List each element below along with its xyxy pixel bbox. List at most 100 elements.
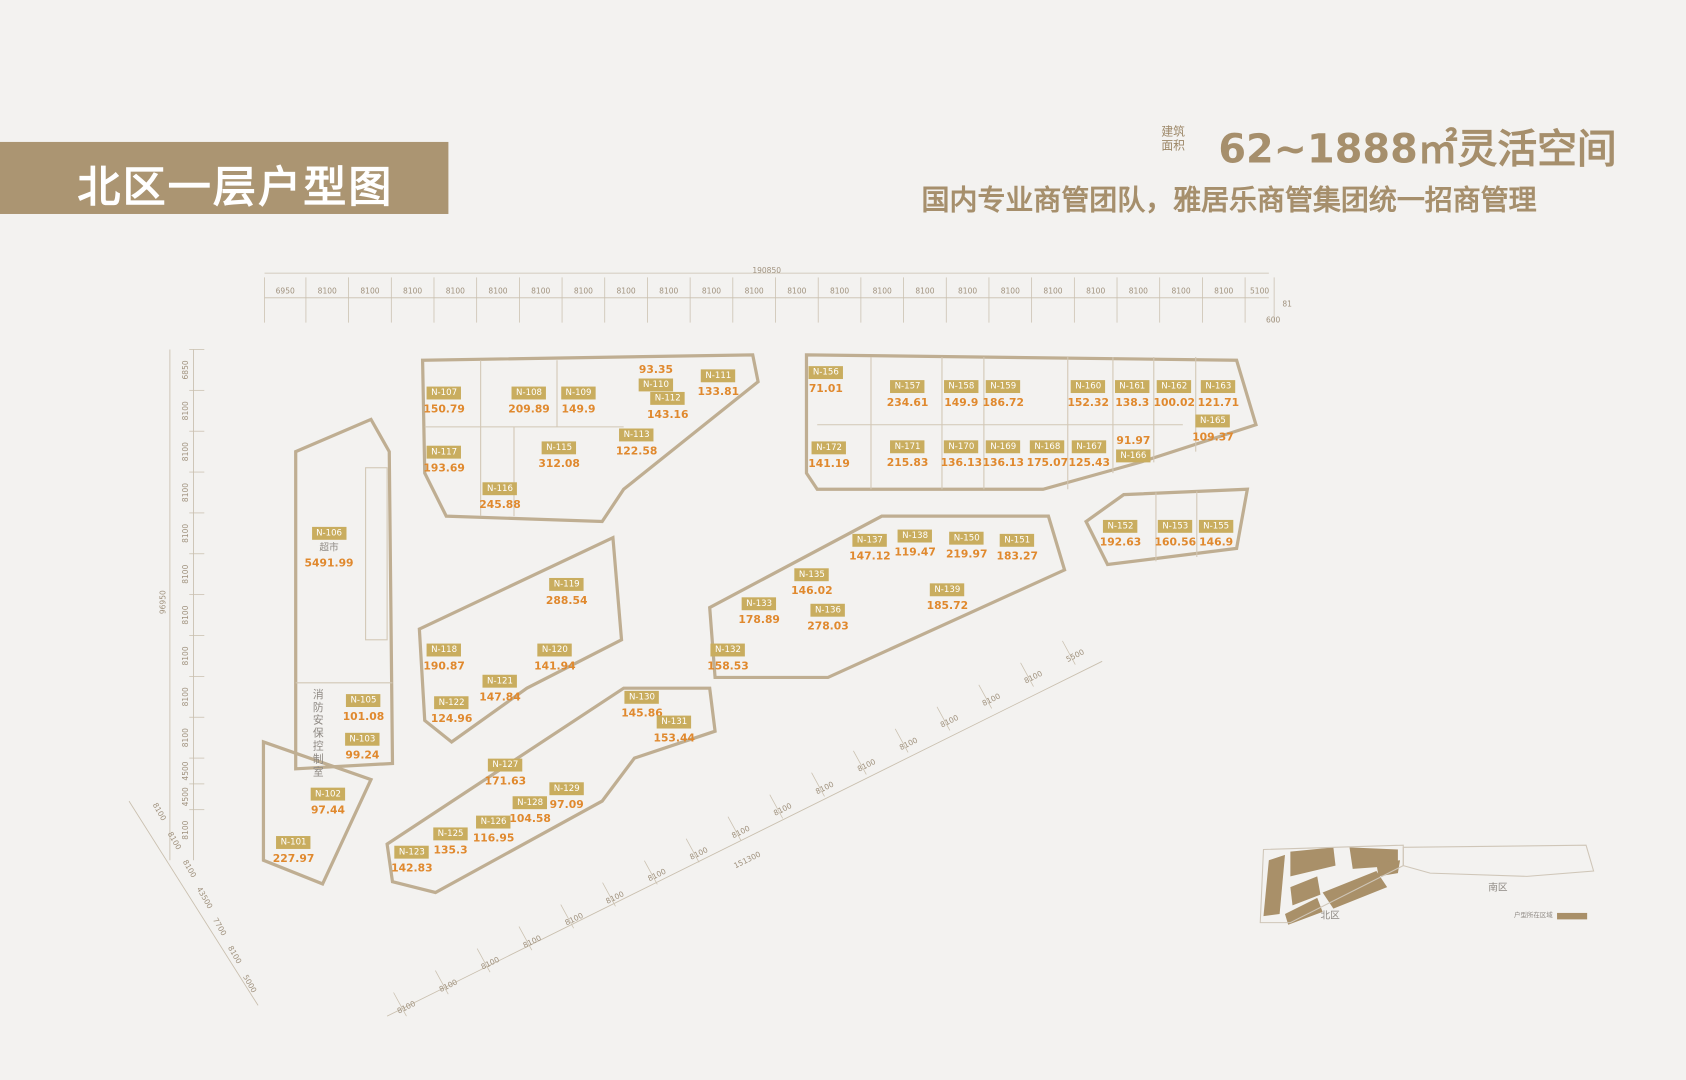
dimension-label: 8100 [915, 287, 935, 296]
dimension-tick [685, 838, 700, 863]
unit-area: 245.88 [479, 499, 521, 512]
unit-area: 278.03 [807, 620, 849, 633]
unit-id-badge: N-119 [549, 577, 584, 591]
unit-area: 116.95 [472, 832, 515, 845]
unit-area: 178.89 [738, 614, 780, 627]
unit-area: 93.35 [638, 364, 673, 377]
block-132-151 [708, 514, 1067, 680]
dimension-tick [476, 948, 491, 973]
unit-id-badge: N-123 [394, 845, 430, 859]
dimension-ticks [189, 277, 1275, 1017]
unit-id-badge: N-151 [999, 533, 1035, 547]
unit-area: 125.43 [1068, 457, 1111, 470]
unit-n-121[interactable]: N-121 147.84 [479, 667, 521, 705]
unit-id-badge: N-129 [549, 782, 584, 796]
unit-area: 147.84 [479, 691, 521, 704]
unit-area: 136.13 [940, 457, 983, 470]
dimension-label: 8100 [531, 287, 551, 296]
unit-area: 149.9 [944, 397, 979, 410]
area-label: 建筑面积 [1161, 124, 1185, 153]
unit-area: 153.44 [653, 732, 695, 745]
dimension-tick [435, 970, 449, 995]
unit-id-badge: N-163 [1201, 380, 1236, 394]
dimension-tick [1062, 640, 1076, 665]
dimension-label: 6950 [275, 287, 295, 296]
unit-area: 183.27 [996, 551, 1038, 563]
dimension-label: 8100 [1171, 287, 1191, 296]
dimension-label: 8100 [403, 287, 423, 296]
unit-area: 101.08 [342, 711, 385, 724]
unit-area: 175.07 [1026, 457, 1069, 470]
unit-id-badge: N-135 [794, 568, 830, 582]
dimension-label: 8100 [1043, 287, 1063, 296]
dimension-label: 8100 [1086, 287, 1106, 296]
minimap-south-label: 南区 [1488, 882, 1508, 894]
dimension-tick [936, 706, 951, 731]
unit-n-151[interactable]: N-151 183.27 [996, 526, 1038, 564]
unit-id-badge: N-121 [482, 674, 518, 688]
unit-id-badge: N-108 [511, 386, 547, 400]
block-supermarket [294, 417, 395, 771]
unit-area: 146.9 [1199, 537, 1234, 549]
unit-area: 145.86 [621, 708, 663, 720]
unit-id-badge: N-118 [426, 643, 462, 657]
unit-area: 109.37 [1192, 431, 1234, 444]
unit-area: 135.3 [433, 844, 468, 857]
unit-id-badge: N-102 [310, 787, 346, 801]
